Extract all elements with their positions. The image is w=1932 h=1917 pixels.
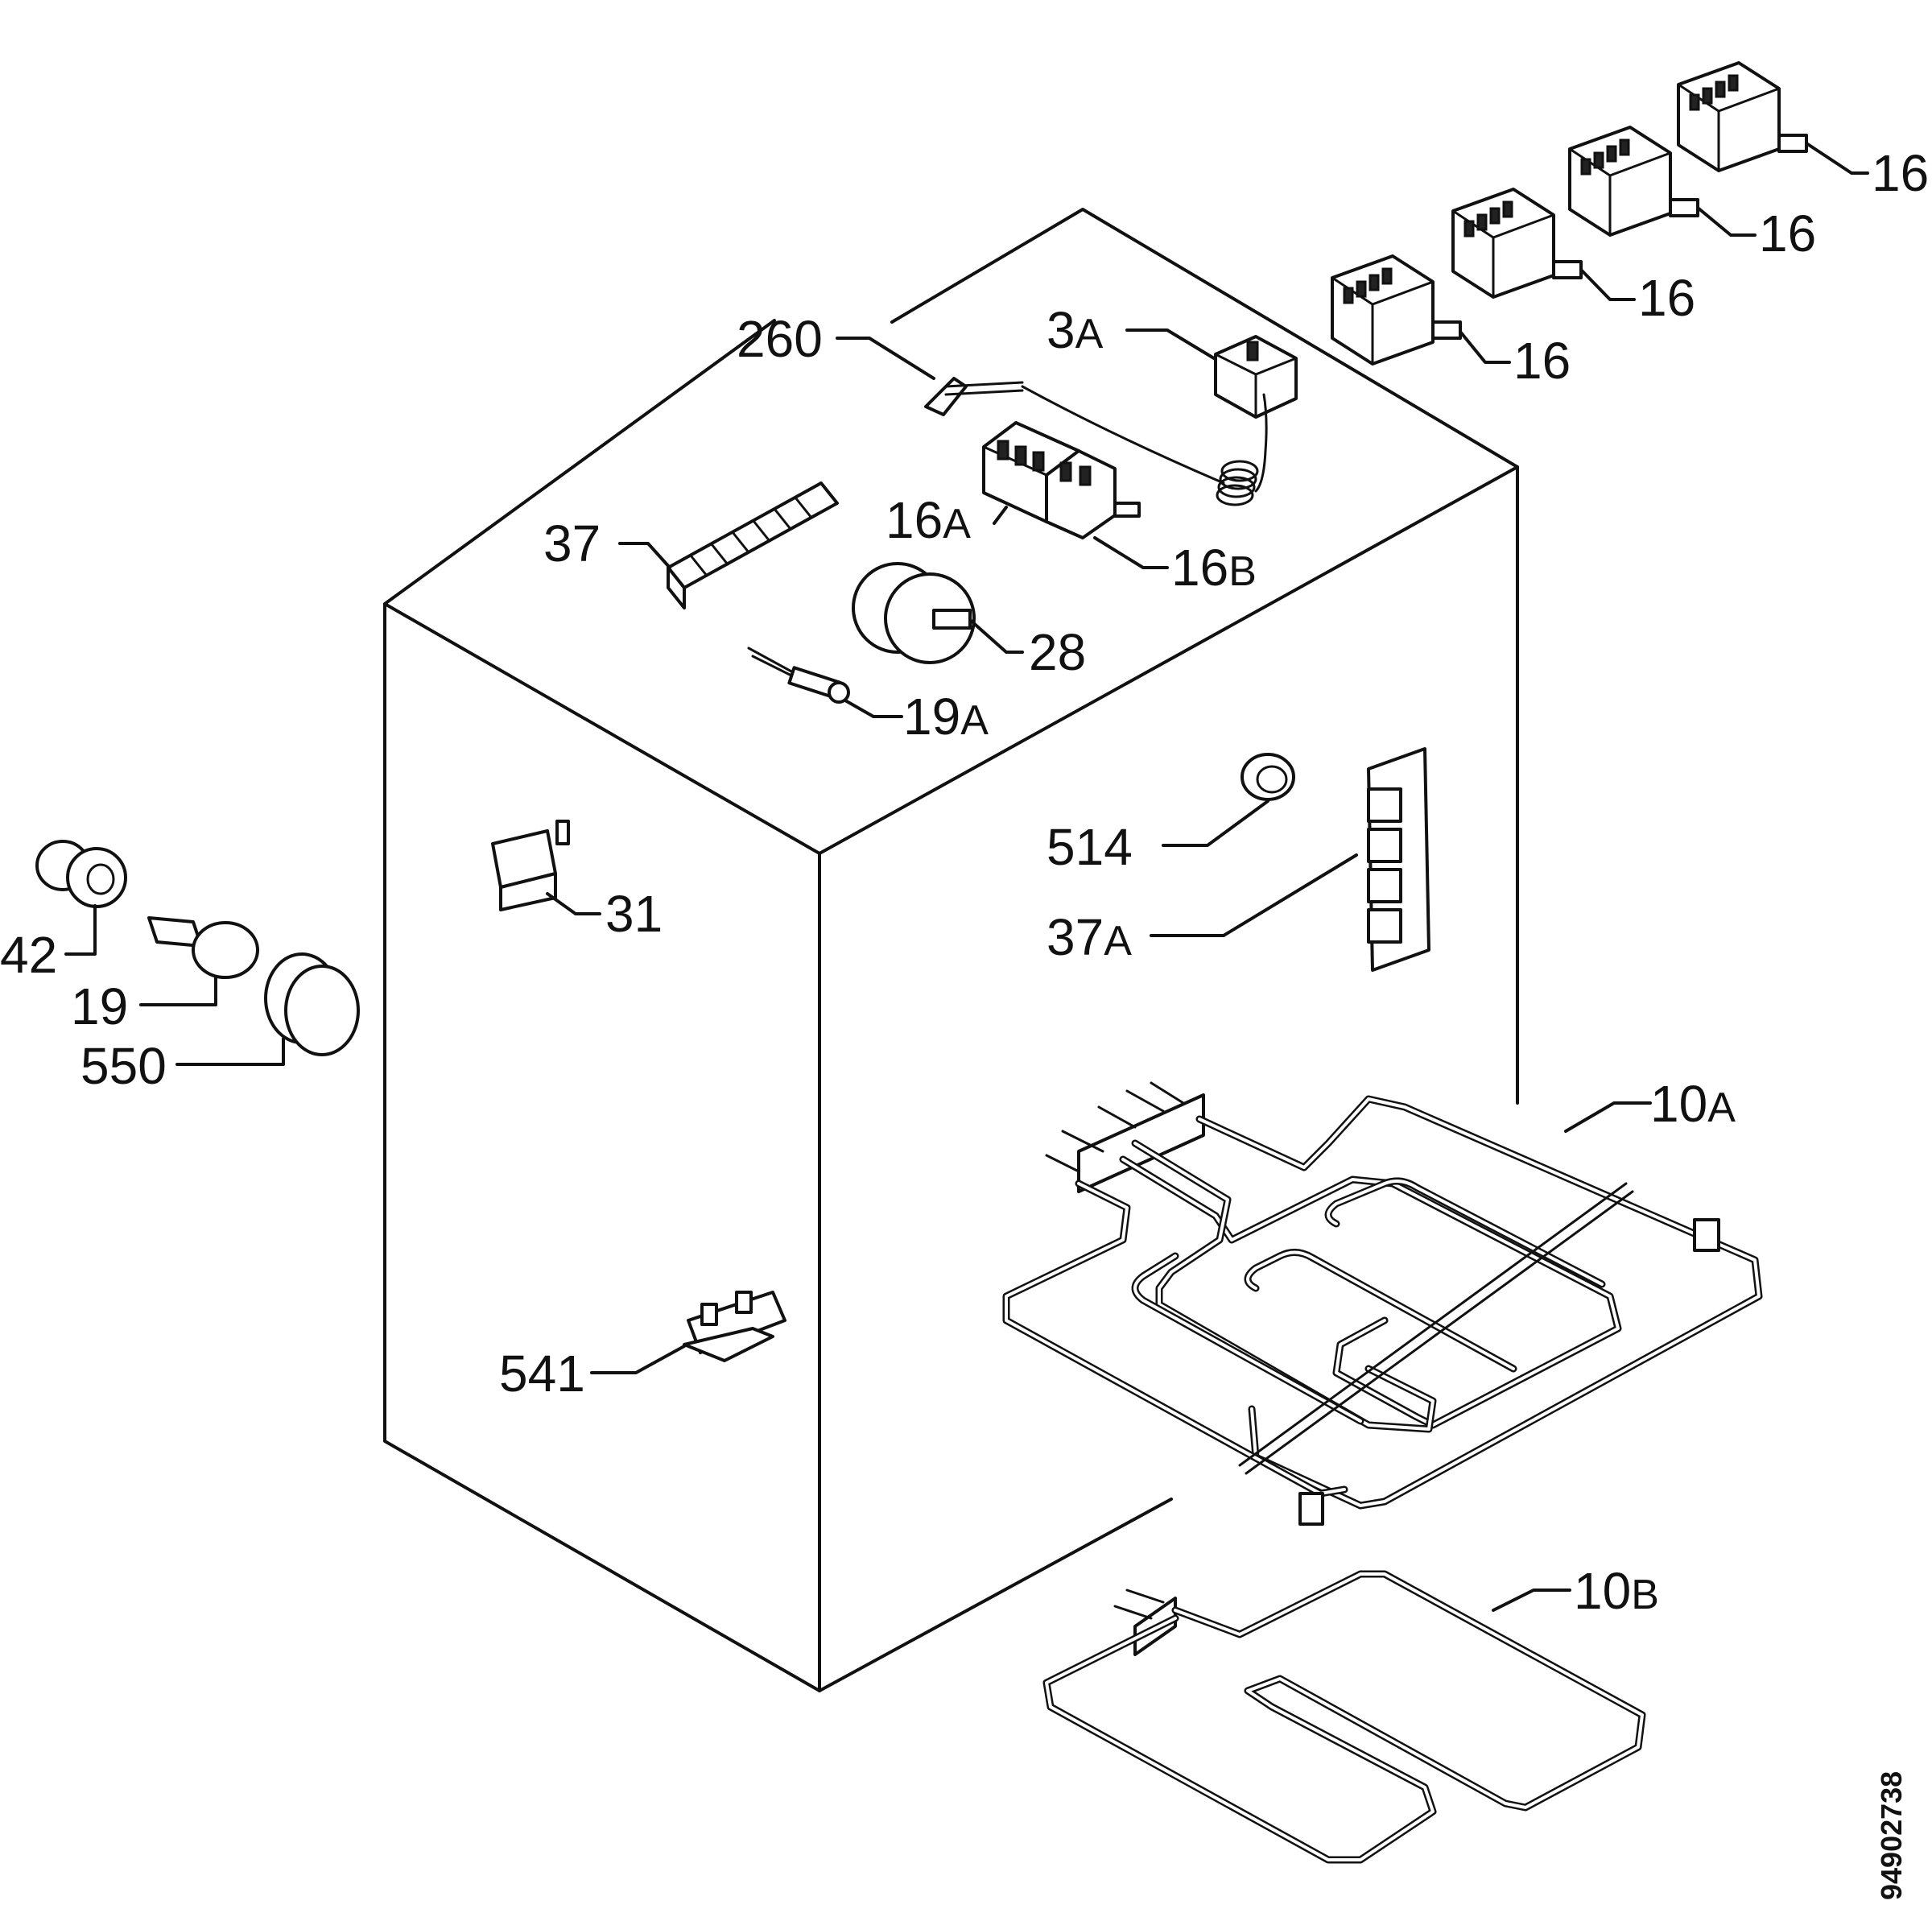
callout-541: 541 xyxy=(499,1345,585,1403)
callout-10a-suffix: A xyxy=(1707,1085,1736,1131)
callout-10b-number: 10 xyxy=(1574,1562,1631,1620)
callout-42: 42 xyxy=(0,926,57,984)
callout-10a: 10A xyxy=(1650,1075,1736,1133)
selector-switch-group xyxy=(1331,61,1869,366)
callout-16-4: 16 xyxy=(1513,332,1571,390)
callout-19a-number: 19 xyxy=(903,688,960,746)
callout-37: 37 xyxy=(543,514,601,572)
lamp-holder xyxy=(35,840,127,956)
bottom-heating-element xyxy=(1042,1570,1646,1864)
door-switch xyxy=(491,820,601,915)
callout-514: 514 xyxy=(1046,818,1133,876)
selector-switch-2 xyxy=(1568,126,1699,237)
callout-260: 260 xyxy=(737,310,823,368)
callout-37a-suffix: A xyxy=(1104,918,1132,965)
callout-550: 550 xyxy=(80,1037,167,1095)
temperature-sensor xyxy=(836,337,1225,485)
terminal-block-a xyxy=(1150,747,1430,972)
callout-10b: 10B xyxy=(1574,1562,1659,1620)
callout-19a: 19A xyxy=(903,688,989,746)
callout-10a-number: 10 xyxy=(1650,1075,1707,1133)
selector-switch-3 xyxy=(1451,188,1583,299)
selector-switch-1 xyxy=(1677,61,1808,172)
callout-16-2: 16 xyxy=(1759,205,1816,262)
callout-3a: 3A xyxy=(1046,301,1104,359)
oven-lamp xyxy=(139,916,259,1006)
callout-16b-number: 16 xyxy=(1171,539,1228,597)
callout-19a-suffix: A xyxy=(960,697,989,744)
callout-10b-suffix: B xyxy=(1631,1572,1659,1618)
callout-16a-suffix: A xyxy=(943,501,971,547)
callout-labels: 16 16 16 16 3A 260 16A 16B 37 28 19A 514… xyxy=(0,144,1929,1620)
callout-16a-number: 16 xyxy=(886,491,943,549)
terminal-block xyxy=(618,481,839,609)
selector-switch-4 xyxy=(1331,254,1462,366)
callout-16a: 16A xyxy=(886,491,971,549)
callout-16-1: 16 xyxy=(1872,144,1929,202)
motor xyxy=(852,562,1024,664)
callout-16b-suffix: B xyxy=(1228,548,1257,595)
callout-28: 28 xyxy=(1029,623,1086,681)
energy-regulator xyxy=(982,421,1169,569)
callout-3a-suffix: A xyxy=(1075,311,1104,357)
thermostat xyxy=(1125,328,1298,506)
lamp-cover xyxy=(175,952,360,1066)
switch-block xyxy=(590,1291,786,1374)
cable-gland xyxy=(1162,753,1295,847)
callout-37a-number: 37 xyxy=(1046,908,1104,966)
oven-cabinet-outline xyxy=(383,208,1519,1692)
callout-3a-number: 3 xyxy=(1046,301,1075,359)
document-number: 94902738 xyxy=(1875,1771,1908,1900)
callout-16-3: 16 xyxy=(1638,269,1695,327)
callout-19: 19 xyxy=(71,977,128,1035)
callout-37a: 37A xyxy=(1046,908,1132,966)
grill-heating-element xyxy=(1002,1081,1763,1526)
callout-31: 31 xyxy=(605,885,663,943)
pilot-lamp xyxy=(747,647,903,718)
callout-16b: 16B xyxy=(1171,539,1257,597)
